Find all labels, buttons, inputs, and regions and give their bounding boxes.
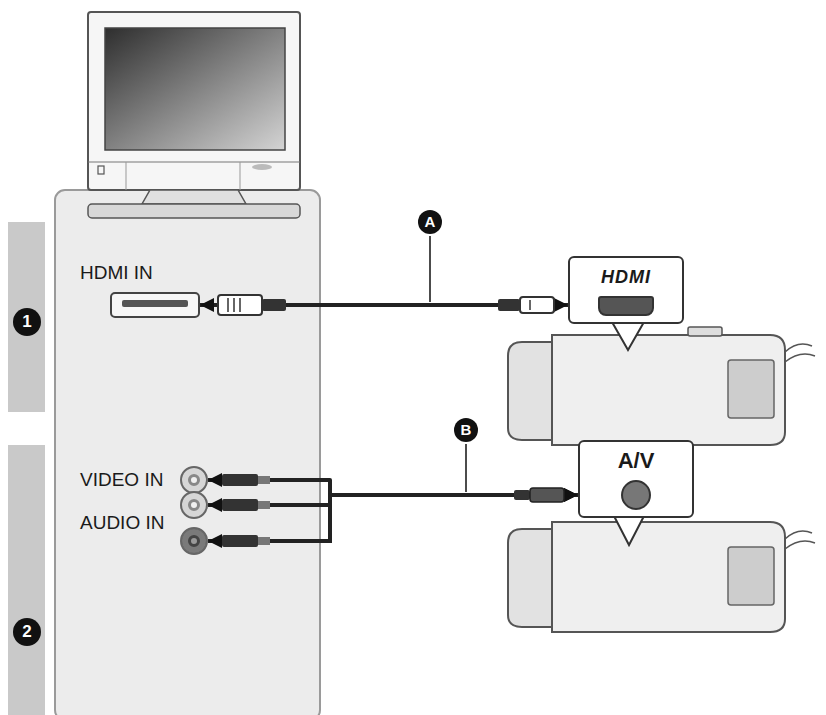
hdmi-socket — [110, 292, 200, 318]
tv-set — [88, 12, 300, 190]
hdmi-plug — [227, 298, 229, 312]
hdmi-plug — [498, 299, 520, 311]
tv-set — [88, 12, 300, 218]
tv-set — [142, 190, 246, 204]
tv-set — [105, 28, 285, 150]
camcorder — [552, 335, 785, 445]
hdmi-plug — [239, 298, 241, 312]
side-bar — [8, 222, 45, 715]
step-number: 2 — [13, 618, 41, 646]
rca-plug — [258, 537, 270, 545]
rca-jack — [180, 491, 208, 519]
tv-set — [126, 162, 127, 190]
tv-back-panel — [55, 190, 320, 715]
port-label: HDMI — [601, 264, 651, 290]
hdmi-plug — [218, 295, 262, 315]
tv-set — [240, 162, 241, 190]
hdmi-plug — [218, 295, 554, 315]
camcorder — [508, 327, 815, 445]
av-callout: A/V — [578, 440, 694, 518]
rca-plug — [222, 499, 258, 511]
callout-letter: B — [454, 418, 478, 442]
camcorder — [508, 342, 552, 440]
side-bar — [8, 222, 45, 412]
rca-plug — [222, 474, 258, 486]
camcorder — [552, 522, 785, 632]
audio-in-jacks: AUDIO IN — [80, 491, 208, 555]
rca-plug — [258, 476, 270, 484]
rca-jack — [180, 466, 208, 494]
hdmi-plug — [233, 298, 235, 312]
side-bar — [8, 445, 45, 715]
leader-line — [465, 444, 467, 492]
hdmi-plug — [520, 297, 554, 313]
leader-line — [430, 236, 466, 492]
callout-letter: A — [418, 210, 442, 234]
camcorder — [728, 360, 774, 418]
av-plug — [514, 488, 564, 502]
hdmi-plug — [529, 300, 531, 310]
hdmi-plug — [262, 299, 286, 311]
camcorder — [508, 522, 815, 632]
camcorder — [785, 531, 815, 549]
rca-plug — [222, 535, 258, 547]
port-label: A/V — [618, 448, 655, 474]
rca-plug — [258, 501, 270, 509]
callout-pointer — [612, 322, 644, 350]
camcorder — [728, 547, 774, 605]
port-label: AUDIO IN — [80, 512, 172, 534]
hdmi-socket — [598, 296, 654, 316]
jack-group — [180, 491, 208, 555]
leader-line — [429, 236, 431, 302]
tv-back-panel — [55, 190, 320, 715]
camcorder — [785, 344, 815, 362]
callout-pointer — [614, 516, 644, 545]
tv-set — [88, 162, 300, 163]
camcorder — [688, 327, 722, 336]
video-in-jack: VIDEO IN — [80, 466, 208, 494]
rca-jack — [180, 527, 208, 555]
step-number: 1 — [13, 308, 41, 336]
hdmi-callout: HDMI — [568, 256, 684, 324]
hdmi-in-port: HDMI IN — [80, 262, 200, 318]
rca-plug — [222, 474, 270, 547]
port-label: VIDEO IN — [80, 469, 172, 491]
av-plug — [530, 488, 564, 502]
tv-set — [98, 166, 104, 174]
av-plug — [514, 490, 530, 500]
tv-set — [252, 164, 272, 170]
port-label: HDMI IN — [80, 262, 153, 284]
av-socket — [621, 480, 651, 510]
tv-set — [88, 204, 300, 218]
camcorder — [508, 529, 552, 627]
